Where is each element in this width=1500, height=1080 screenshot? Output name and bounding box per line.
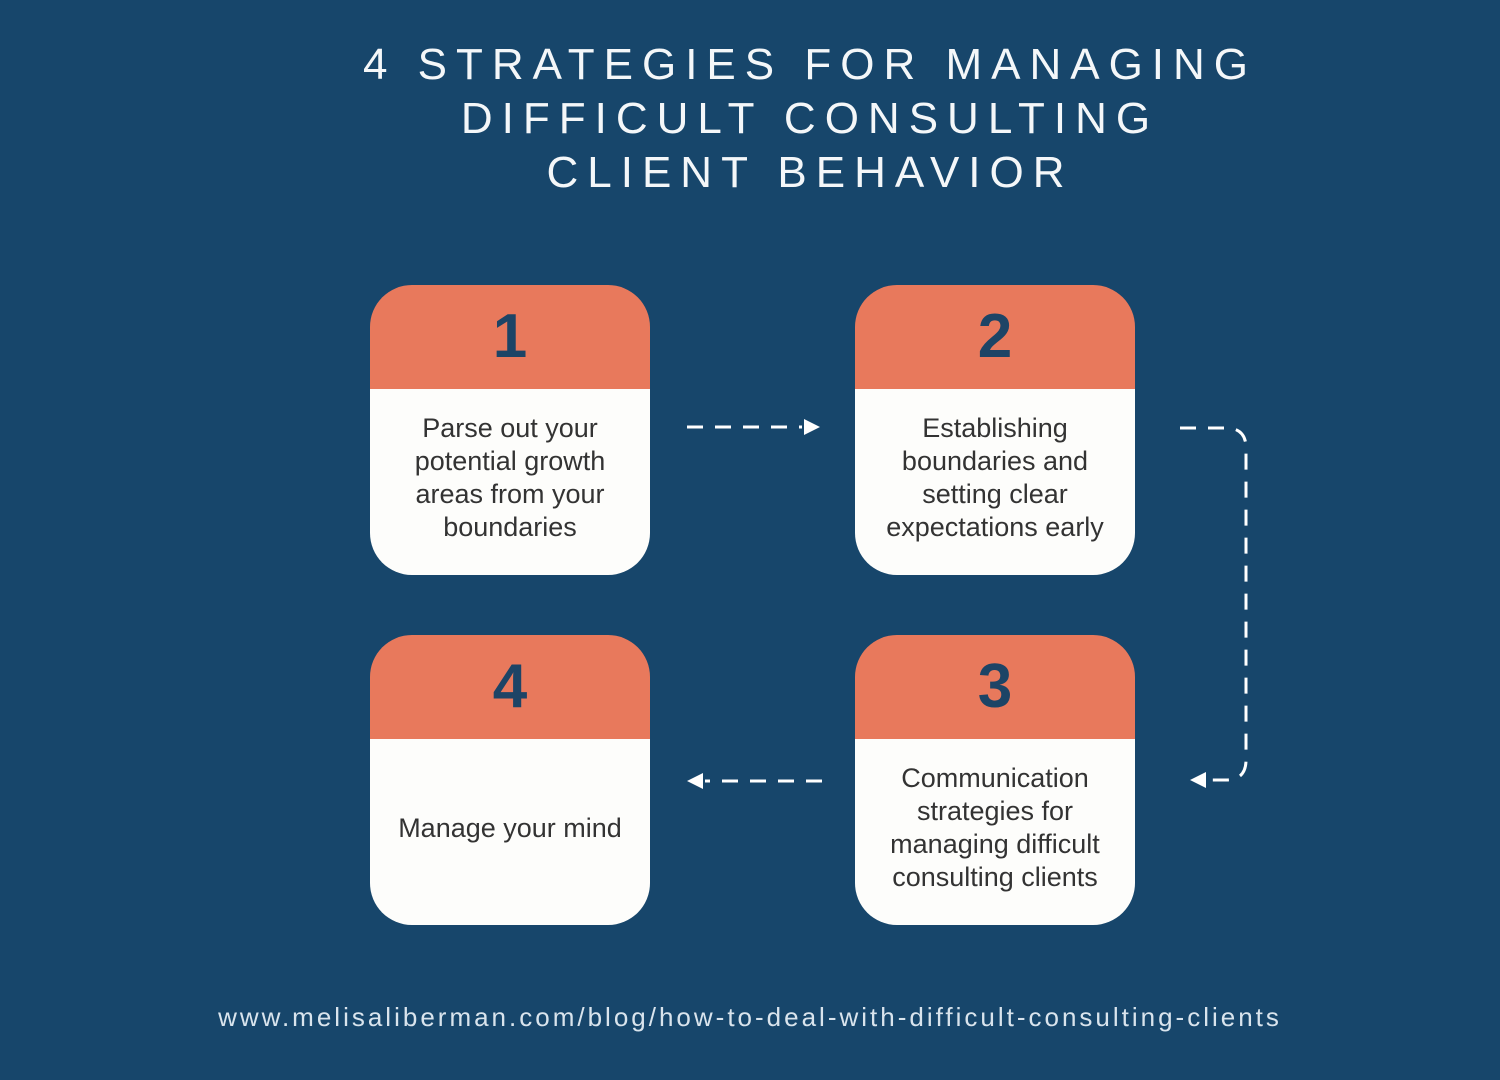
page-title-line-2: DIFFICULT CONSULTING: [460, 94, 1160, 143]
card-1-text: Parse out your potential growth areas fr…: [370, 389, 650, 575]
arrow-3-to-4-icon: [687, 773, 822, 789]
strategy-card-4: 4 Manage your mind: [370, 635, 650, 925]
page-title: 4 STRATEGIES FOR MANAGING DIFFICULT CONS…: [160, 38, 1460, 200]
card-2-text: Establishing boundaries and setting clea…: [855, 389, 1135, 575]
card-3-text: Communication strategies for managing di…: [855, 739, 1135, 925]
footer-url: www.melisaliberman.com/blog/how-to-deal-…: [218, 1002, 1282, 1032]
page-title-line-1: 4 STRATEGIES FOR MANAGING: [362, 40, 1258, 89]
card-4-text: Manage your mind: [370, 739, 650, 925]
page-title-line-3: CLIENT BEHAVIOR: [546, 148, 1074, 197]
arrow-1-to-2-icon: [687, 419, 820, 435]
card-3-number: 3: [977, 652, 1013, 721]
card-2-number: 2: [977, 302, 1013, 371]
strategy-card-1: 1 Parse out your potential growth areas …: [370, 285, 650, 575]
card-4-header: 4: [370, 635, 650, 739]
card-2-header: 2: [855, 285, 1135, 389]
strategy-card-3: 3 Communication strategies for managing …: [855, 635, 1135, 925]
strategy-card-2: 2 Establishing boundaries and setting cl…: [855, 285, 1135, 575]
arrow-2-to-3-icon: [1180, 426, 1248, 788]
card-1-number: 1: [492, 302, 528, 371]
card-1-header: 1: [370, 285, 650, 389]
card-4-number: 4: [492, 652, 528, 721]
card-3-header: 3: [855, 635, 1135, 739]
